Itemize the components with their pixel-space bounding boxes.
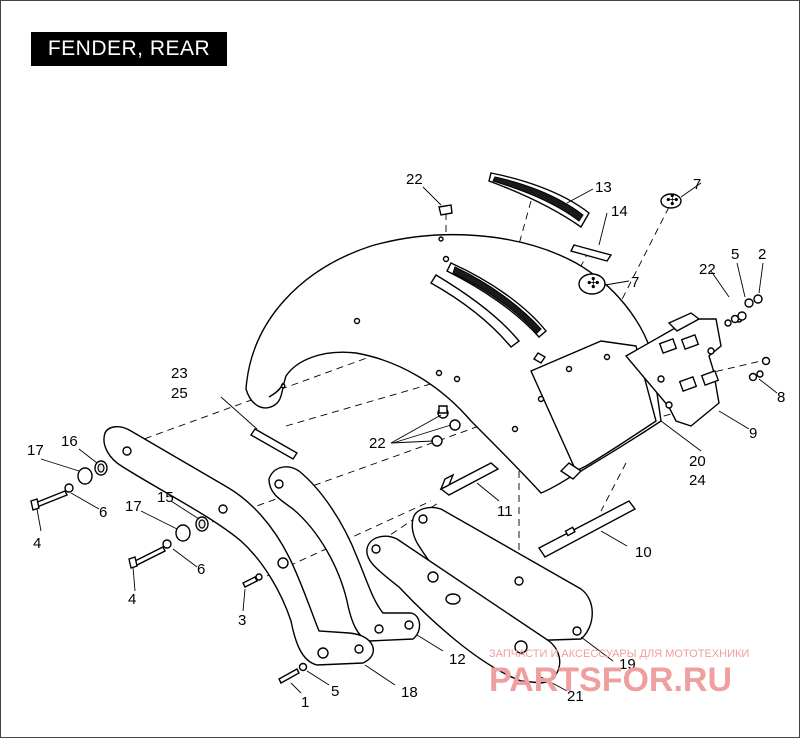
screw-3 (242, 573, 263, 588)
callout-4-lower: 4 (128, 591, 136, 608)
watermark-logo: PARTSFOR.RU (489, 661, 732, 699)
license-bracket (624, 312, 722, 427)
bolt-lower (128, 516, 209, 569)
screw-1 (278, 662, 308, 684)
plugs: ✣ ✣ (578, 192, 682, 295)
callout-5-lower: 5 (331, 683, 339, 700)
callout-6-lower: 6 (197, 561, 205, 578)
callout-23: 23 (171, 365, 188, 382)
svg-text:✣: ✣ (587, 275, 600, 292)
cover-21 (366, 535, 561, 684)
callout-8: 8 (777, 389, 785, 406)
callout-17-lower: 17 (125, 498, 142, 515)
callout-3: 3 (238, 612, 246, 629)
callout-25: 25 (171, 385, 188, 402)
bolt-upper (30, 460, 108, 511)
callout-12: 13 (595, 179, 612, 196)
callout-7-top: 7 (693, 176, 701, 193)
strut-18 (103, 426, 374, 666)
callout-21: 21 (567, 688, 584, 705)
callout-16: 16 (61, 433, 78, 450)
callout-4-upper: 4 (33, 535, 41, 552)
callout-22-mid: 22 (369, 435, 386, 452)
hardware-right (724, 294, 771, 382)
callout-19: 19 (619, 656, 636, 673)
callout-9: 9 (749, 425, 757, 442)
callout-13: 14 (611, 203, 628, 220)
callout-14: 11 (497, 503, 513, 520)
callout-11: 12 (449, 651, 466, 668)
watermark-tagline: ЗАПЧАСТИ И АКСЕССУАРЫ ДЛЯ МОТОТЕХНИКИ (489, 648, 749, 660)
fender-rails (430, 172, 613, 364)
callout-22-right: 22 (699, 261, 716, 278)
rear-fender (245, 234, 662, 494)
callout-15: 15 (157, 489, 174, 506)
watermark: ЗАПЧАСТИ И АКСЕССУАРЫ ДЛЯ МОТОТЕХНИКИ PA… (489, 648, 749, 699)
callout-22-top: 22 (406, 171, 423, 188)
studs-22 (431, 405, 461, 447)
svg-text:✣: ✣ (666, 192, 679, 209)
callout-10: 10 (635, 544, 652, 561)
callout-1: 1 (301, 694, 309, 711)
callout-24: 24 (689, 472, 706, 489)
callout-17-upper: 17 (27, 442, 44, 459)
callout-labels: 22 13 14 7 7 22 5 2 8 9 20 24 23 25 22 1… (27, 171, 785, 711)
callout-2: 2 (758, 246, 766, 263)
callout-18: 18 (401, 684, 418, 701)
callout-6-upper: 6 (99, 504, 107, 521)
callout-7-mid: 7 (631, 274, 639, 291)
callout-5-right: 5 (731, 246, 739, 263)
leader-lines (36, 182, 778, 694)
callout-20: 20 (689, 453, 706, 470)
clip-22-top (438, 204, 453, 216)
pin-23-25 (250, 428, 298, 460)
bracket-14 (439, 462, 500, 496)
page-title: FENDER, REAR (31, 32, 227, 66)
bar-10 (537, 500, 637, 558)
strut-11 (268, 466, 421, 642)
